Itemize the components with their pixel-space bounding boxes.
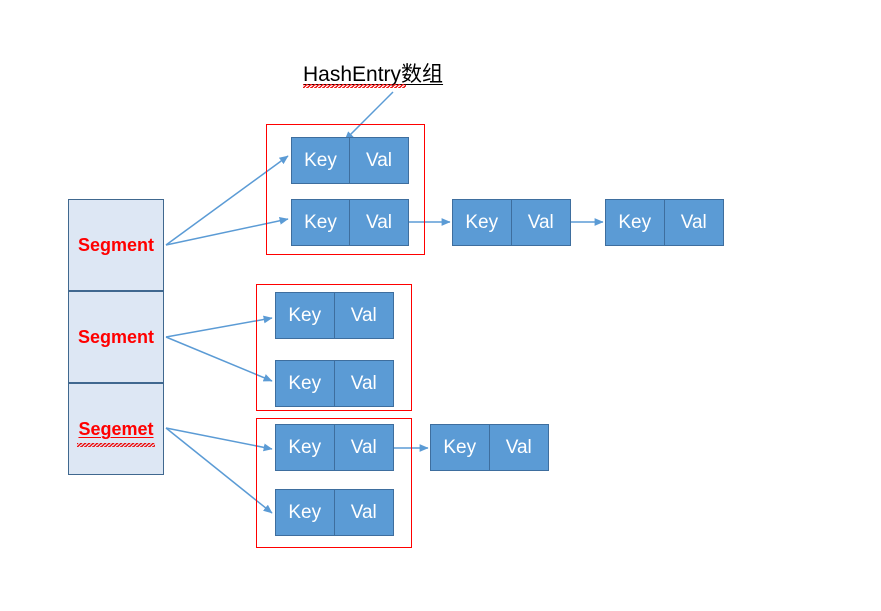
hashentry-node[interactable]: Key Val <box>275 360 394 407</box>
segment-label-1: Segment <box>77 234 155 255</box>
segment-label-2: Segment <box>77 326 155 347</box>
segment-box-2[interactable]: Segment <box>68 291 164 383</box>
hashentry-node[interactable]: Key Val <box>430 424 549 471</box>
hashentry-key-cell: Key <box>276 293 335 338</box>
hashentry-node[interactable]: Key Val <box>291 199 409 246</box>
hashentry-key-cell: Key <box>431 425 490 470</box>
hashentry-val-cell: Val <box>350 372 377 394</box>
hashentry-node[interactable]: Key Val <box>452 199 571 246</box>
hashentry-val-cell: Val <box>365 211 393 233</box>
hashentry-key-cell: Key <box>292 138 350 183</box>
hashentry-array-3 <box>256 418 412 548</box>
hashentry-key-cell: Key <box>276 361 335 406</box>
hashentry-val-cell: Val <box>505 436 532 458</box>
segment-box-1[interactable]: Segment <box>68 199 164 291</box>
segment-label-3: Segemet <box>77 418 155 447</box>
hashentry-val-cell: Val <box>350 304 377 326</box>
hashentry-val-cell: Val <box>365 149 393 171</box>
hashentry-node[interactable]: Key Val <box>275 424 394 471</box>
hashentry-val-cell: Val <box>350 501 377 523</box>
title-spellcheck-squiggle <box>303 84 406 88</box>
hashentry-array-1 <box>266 124 425 255</box>
segment-box-3[interactable]: Segemet <box>68 383 164 475</box>
hashentry-val-cell: Val <box>527 211 554 233</box>
segment-column: Segment Segment Segemet <box>68 199 166 475</box>
hashentry-node[interactable]: Key Val <box>291 137 409 184</box>
hashentry-key-cell: Key <box>292 200 350 245</box>
hashentry-val-cell: Val <box>680 211 707 233</box>
hashentry-array-2 <box>256 284 412 411</box>
hashentry-val-cell: Val <box>350 436 377 458</box>
hashentry-node[interactable]: Key Val <box>605 199 724 246</box>
hashentry-key-cell: Key <box>276 425 335 470</box>
hashentry-key-cell: Key <box>276 490 335 535</box>
hashentry-node[interactable]: Key Val <box>275 489 394 536</box>
page-title: HashEntry数组 <box>303 63 444 86</box>
hashentry-node[interactable]: Key Val <box>275 292 394 339</box>
segment-label-3-text: Segemet <box>78 418 154 439</box>
segment-spellcheck-squiggle <box>77 442 155 447</box>
hashentry-key-cell: Key <box>453 200 512 245</box>
hashentry-key-cell: Key <box>606 200 665 245</box>
